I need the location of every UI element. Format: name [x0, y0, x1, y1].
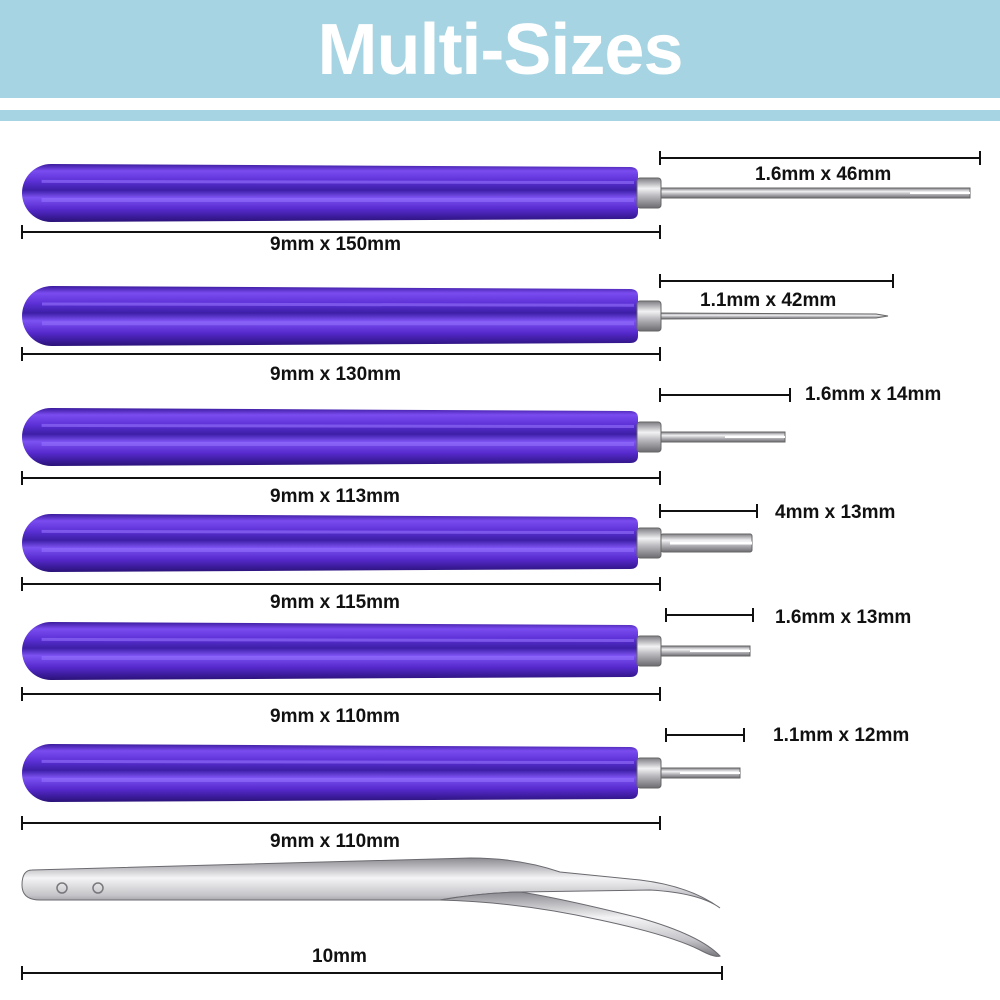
tip-size-label-5: 1.6mm x 13mm [775, 607, 912, 628]
page-title: Multi-Sizes [317, 10, 683, 90]
handle-size-label-1: 9mm x 150mm [270, 234, 401, 255]
curved-tweezers-icon [21, 857, 721, 957]
tip-size-label-3: 1.6mm x 14mm [805, 384, 942, 405]
tip-dimension-line-1 [659, 151, 981, 165]
slotted-needle-icon [660, 645, 751, 657]
handle-dimension-line-2 [21, 347, 661, 361]
ferrule [636, 527, 662, 559]
handle [22, 164, 638, 222]
pointed-needle-icon [660, 312, 889, 320]
tweezers-dimension-line [21, 966, 723, 980]
handle-dimension-line-4 [21, 577, 661, 591]
quilling-tool-1 [22, 164, 971, 222]
tweezers-size-label: 10mm [312, 946, 367, 967]
quilling-tool-4 [22, 514, 753, 572]
handle [22, 286, 638, 346]
handle [22, 744, 638, 802]
ferrule [636, 635, 662, 667]
tip-size-label-1: 1.6mm x 46mm [755, 164, 892, 185]
handle-size-label-3: 9mm x 113mm [270, 486, 400, 507]
handle-dimension-line-3 [21, 471, 661, 485]
handle-size-label-6: 9mm x 110mm [270, 831, 400, 852]
handle-dimension-line-1 [21, 225, 661, 239]
slotted-needle-icon [660, 431, 786, 443]
ferrule [636, 300, 662, 332]
handle [22, 408, 638, 466]
slotted-needle-icon [660, 187, 971, 199]
handle [22, 514, 638, 572]
tip-size-label-4: 4mm x 13mm [775, 502, 896, 523]
slotted-needle-icon [660, 767, 741, 779]
handle-size-label-5: 9mm x 110mm [270, 706, 400, 727]
quilling-tool-2 [22, 286, 889, 346]
handle-dimension-line-6 [21, 816, 661, 830]
ferrule [636, 421, 662, 453]
handle-size-label-4: 9mm x 115mm [270, 592, 400, 613]
handle [22, 622, 638, 680]
tip-size-label-2: 1.1mm x 42mm [700, 290, 837, 311]
header-banner: Multi-Sizes [0, 0, 1000, 98]
header-stripe [0, 110, 1000, 121]
tip-dimension-line-4 [659, 504, 758, 518]
tip-size-label-6: 1.1mm x 12mm [773, 725, 910, 746]
handle-size-label-2: 9mm x 130mm [270, 364, 401, 385]
tip-dimension-line-2 [659, 274, 894, 288]
tip-dimension-line-6 [665, 728, 745, 742]
handle-dimension-line-5 [21, 687, 661, 701]
quilling-tool-5 [22, 622, 751, 680]
quilling-tool-6 [22, 744, 741, 802]
crimper-fork-icon [660, 533, 753, 553]
tip-dimension-line-5 [665, 608, 754, 622]
ferrule [636, 757, 662, 789]
ferrule [636, 177, 662, 209]
tip-dimension-line-3 [659, 388, 791, 402]
quilling-tool-3 [22, 408, 786, 466]
